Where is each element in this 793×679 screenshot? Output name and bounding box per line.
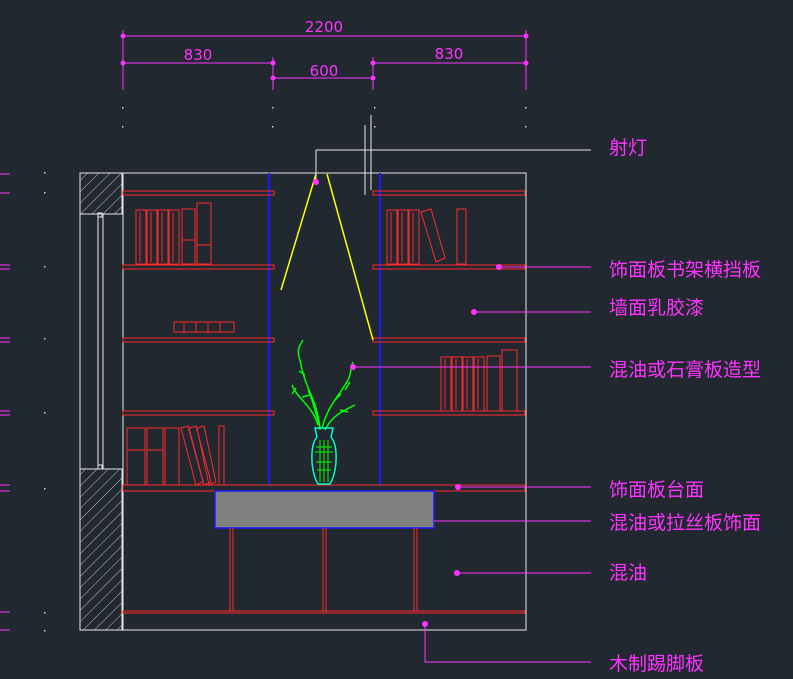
shelf-board [372, 337, 526, 343]
callout-spotlight: 射灯 [609, 137, 647, 159]
drawer-panel [214, 490, 435, 529]
callout-labels: 射灯 饰面板书架横挡板 墙面乳胶漆 混油或石膏板造型 饰面板台面 混油或拉丝板饰… [609, 137, 761, 675]
dim-tick [120, 60, 126, 66]
dim-tick [370, 75, 376, 81]
table-legs [229, 528, 418, 611]
dim-label-overall: 2200 [305, 18, 343, 36]
books-lower-left [126, 425, 225, 486]
books-top-right [386, 208, 467, 265]
vase-with-plant [291, 339, 356, 485]
dim-ticks [120, 33, 529, 81]
left-level-marks [0, 173, 10, 631]
spotlight-fixture [316, 115, 591, 195]
callout-drawer-face: 混油或拉丝板饰面 [609, 512, 761, 534]
vase [311, 427, 337, 485]
shelves [122, 190, 526, 614]
dim-tick [523, 33, 529, 39]
dim-label-middle: 600 [310, 62, 339, 80]
dim-label-left: 830 [184, 46, 213, 64]
shelf-board [372, 190, 526, 196]
niche-dividers [268, 173, 381, 485]
callout-shelf-board: 饰面板书架横挡板 [609, 259, 761, 281]
skirting-board [122, 610, 526, 614]
callout-leaders [353, 266, 591, 663]
dim-tick [270, 60, 276, 66]
wall-opening-dimension [97, 212, 104, 470]
cabinet-outline [79, 172, 527, 631]
callout-dots [313, 179, 502, 627]
dim-tick [120, 33, 126, 39]
vase-pattern [315, 440, 333, 482]
light-beam [280, 173, 374, 341]
shelf-board [122, 190, 275, 196]
books-top-left [135, 202, 212, 265]
callout-wall-paint: 墙面乳胶漆 [609, 297, 704, 319]
dim-tick [523, 60, 529, 66]
plant-branches [291, 339, 356, 431]
callout-cabinet-paint: 混油 [609, 562, 647, 584]
books-lower-right [440, 349, 518, 412]
dim-tick [370, 60, 376, 66]
dim-label-right: 830 [435, 45, 464, 63]
wall-hatch-bottom [79, 468, 123, 631]
wall-hatch-top [79, 172, 123, 215]
callout-niche: 混油或石膏板造型 [609, 358, 761, 381]
dim-tick [270, 75, 276, 81]
callout-skirting: 木制踢脚板 [609, 653, 704, 675]
shelf-board [122, 264, 275, 270]
books-middle-left [173, 321, 235, 333]
shelf-board [122, 410, 275, 416]
dimension-group [122, 30, 527, 90]
shelf-board [372, 410, 526, 416]
callout-counter-top: 饰面板台面 [609, 479, 704, 501]
grid-dot-markers [44, 107, 527, 632]
counter-top-board [122, 484, 526, 492]
shelf-board [122, 337, 275, 343]
